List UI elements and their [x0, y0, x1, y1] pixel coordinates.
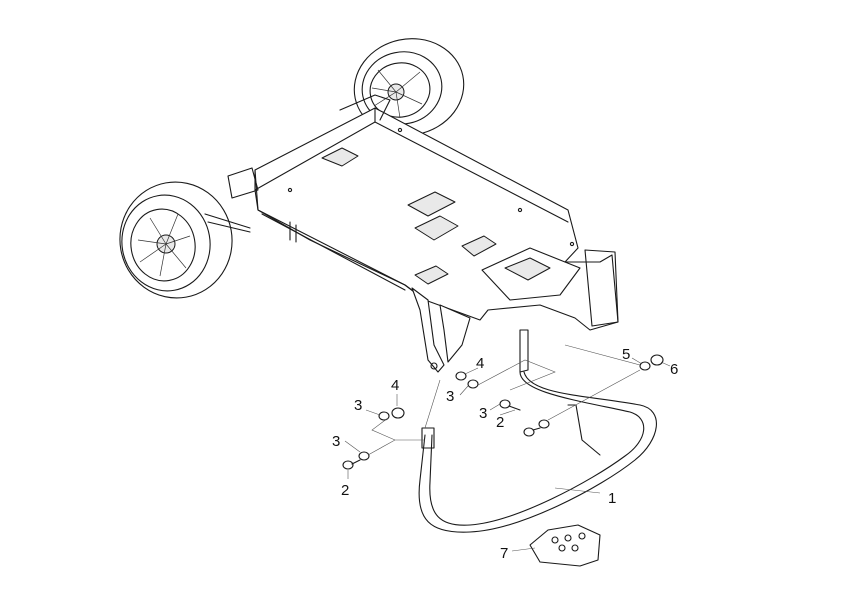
callout-part-7: 7	[500, 545, 509, 562]
handle-bar	[418, 329, 657, 533]
callout-part-3: 3	[479, 405, 488, 422]
foot-pedal	[529, 524, 601, 567]
callout-part-5: 5	[622, 346, 631, 363]
support-leg	[411, 287, 471, 373]
callout-part-1: 1	[608, 490, 617, 507]
hardware	[342, 354, 664, 470]
callout-part-3: 3	[446, 388, 455, 405]
front-wheel	[119, 181, 251, 299]
callout-part-3: 3	[332, 433, 341, 450]
callout-part-2: 2	[496, 414, 505, 431]
assembly-guides	[367, 344, 641, 456]
callout-part-3: 3	[354, 397, 363, 414]
callout-leaders	[344, 357, 671, 552]
callout-part-4: 4	[391, 377, 400, 394]
callout-part-2: 2	[341, 482, 350, 499]
callout-part-4: 4	[476, 355, 485, 372]
callout-part-6: 6	[670, 361, 679, 378]
chassis-plate	[227, 94, 619, 331]
